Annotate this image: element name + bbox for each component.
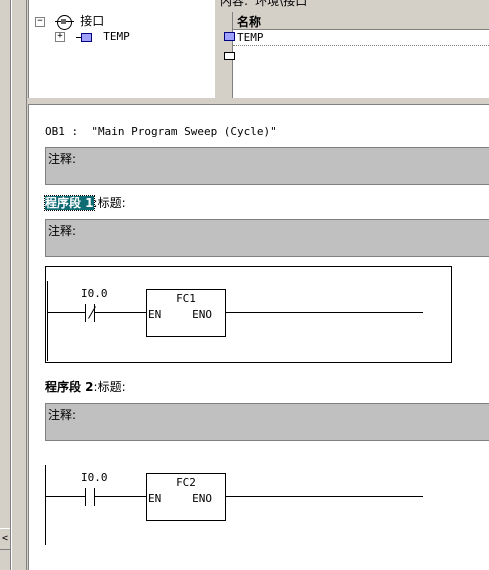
network-2-comment-field[interactable]: 注释: xyxy=(45,403,489,441)
row-icons xyxy=(220,30,235,70)
variable-row-icon xyxy=(224,32,235,41)
interface-icon xyxy=(54,14,74,30)
comment-label: 注释: xyxy=(48,224,77,238)
interface-table[interactable]: 名称 TEMP xyxy=(232,12,489,98)
wire xyxy=(226,312,423,313)
network-2-title-label: :标题: xyxy=(93,380,126,394)
wire xyxy=(226,496,423,497)
new-row-icon xyxy=(224,52,235,60)
tree-item-label: 接口 xyxy=(80,14,105,28)
block-comment-field[interactable]: 注释: xyxy=(45,147,489,185)
block-icon xyxy=(75,32,92,42)
tree-item-temp[interactable]: + TEMP xyxy=(55,30,130,43)
network-2-title[interactable]: 程序段 2:标题: xyxy=(45,378,126,395)
fc1-block[interactable]: FC1 EN ENO xyxy=(146,289,226,337)
content-label: 内容: '环境\接口' xyxy=(220,0,311,8)
wire xyxy=(47,312,85,313)
network-1-title[interactable]: 程序段 1:标题: xyxy=(44,194,126,211)
network-1-ladder[interactable] xyxy=(45,266,452,363)
block-title: OB1 : "Main Program Sweep (Cycle)" xyxy=(45,125,277,138)
power-rail xyxy=(47,281,48,361)
normally-closed-contact-icon[interactable] xyxy=(85,304,96,322)
tree-item-label: TEMP xyxy=(103,30,130,43)
table-cell-name: TEMP xyxy=(237,31,264,44)
interface-detail-panel: 内容: '环境\接口' 名称 TEMP xyxy=(218,0,489,98)
pane-splitter[interactable] xyxy=(214,0,219,98)
collapse-icon[interactable]: − xyxy=(35,17,45,27)
wire xyxy=(45,496,85,497)
left-pane-edge: < xyxy=(0,0,28,570)
network-1-comment-field[interactable]: 注释: xyxy=(45,219,489,257)
column-header-name[interactable]: 名称 xyxy=(233,12,489,30)
eno-pin: ENO xyxy=(192,308,212,321)
comment-label: 注释: xyxy=(48,408,77,422)
lad-editor[interactable]: OB1 : "Main Program Sweep (Cycle)" 注释: 程… xyxy=(28,105,489,570)
contact-address[interactable]: I0.0 xyxy=(81,287,108,300)
block-name: FC2 xyxy=(176,476,196,489)
network-2-number: 程序段 2 xyxy=(45,380,94,394)
fc2-block[interactable]: FC2 EN ENO xyxy=(146,473,226,521)
interface-tree[interactable]: − 接口 + TEMP xyxy=(28,0,215,99)
wire xyxy=(95,312,146,313)
comment-label: 注释: xyxy=(48,152,77,166)
normally-open-contact-icon[interactable] xyxy=(85,488,95,506)
network-1-title-label: :标题: xyxy=(93,196,126,210)
tree-item-interface[interactable]: − 接口 xyxy=(35,12,104,30)
en-pin: EN xyxy=(148,308,162,321)
contact-address[interactable]: I0.0 xyxy=(81,471,108,484)
wire xyxy=(95,496,146,497)
network-1-number: 程序段 1 xyxy=(44,195,95,211)
scroll-left-arrow-icon[interactable]: < xyxy=(0,528,10,550)
en-pin: EN xyxy=(148,492,162,505)
eno-pin: ENO xyxy=(192,492,212,505)
expand-icon[interactable]: + xyxy=(55,32,65,42)
power-rail xyxy=(45,465,46,545)
horizontal-splitter[interactable] xyxy=(28,98,489,105)
block-name: FC1 xyxy=(176,292,196,305)
table-row[interactable]: TEMP xyxy=(233,30,489,46)
